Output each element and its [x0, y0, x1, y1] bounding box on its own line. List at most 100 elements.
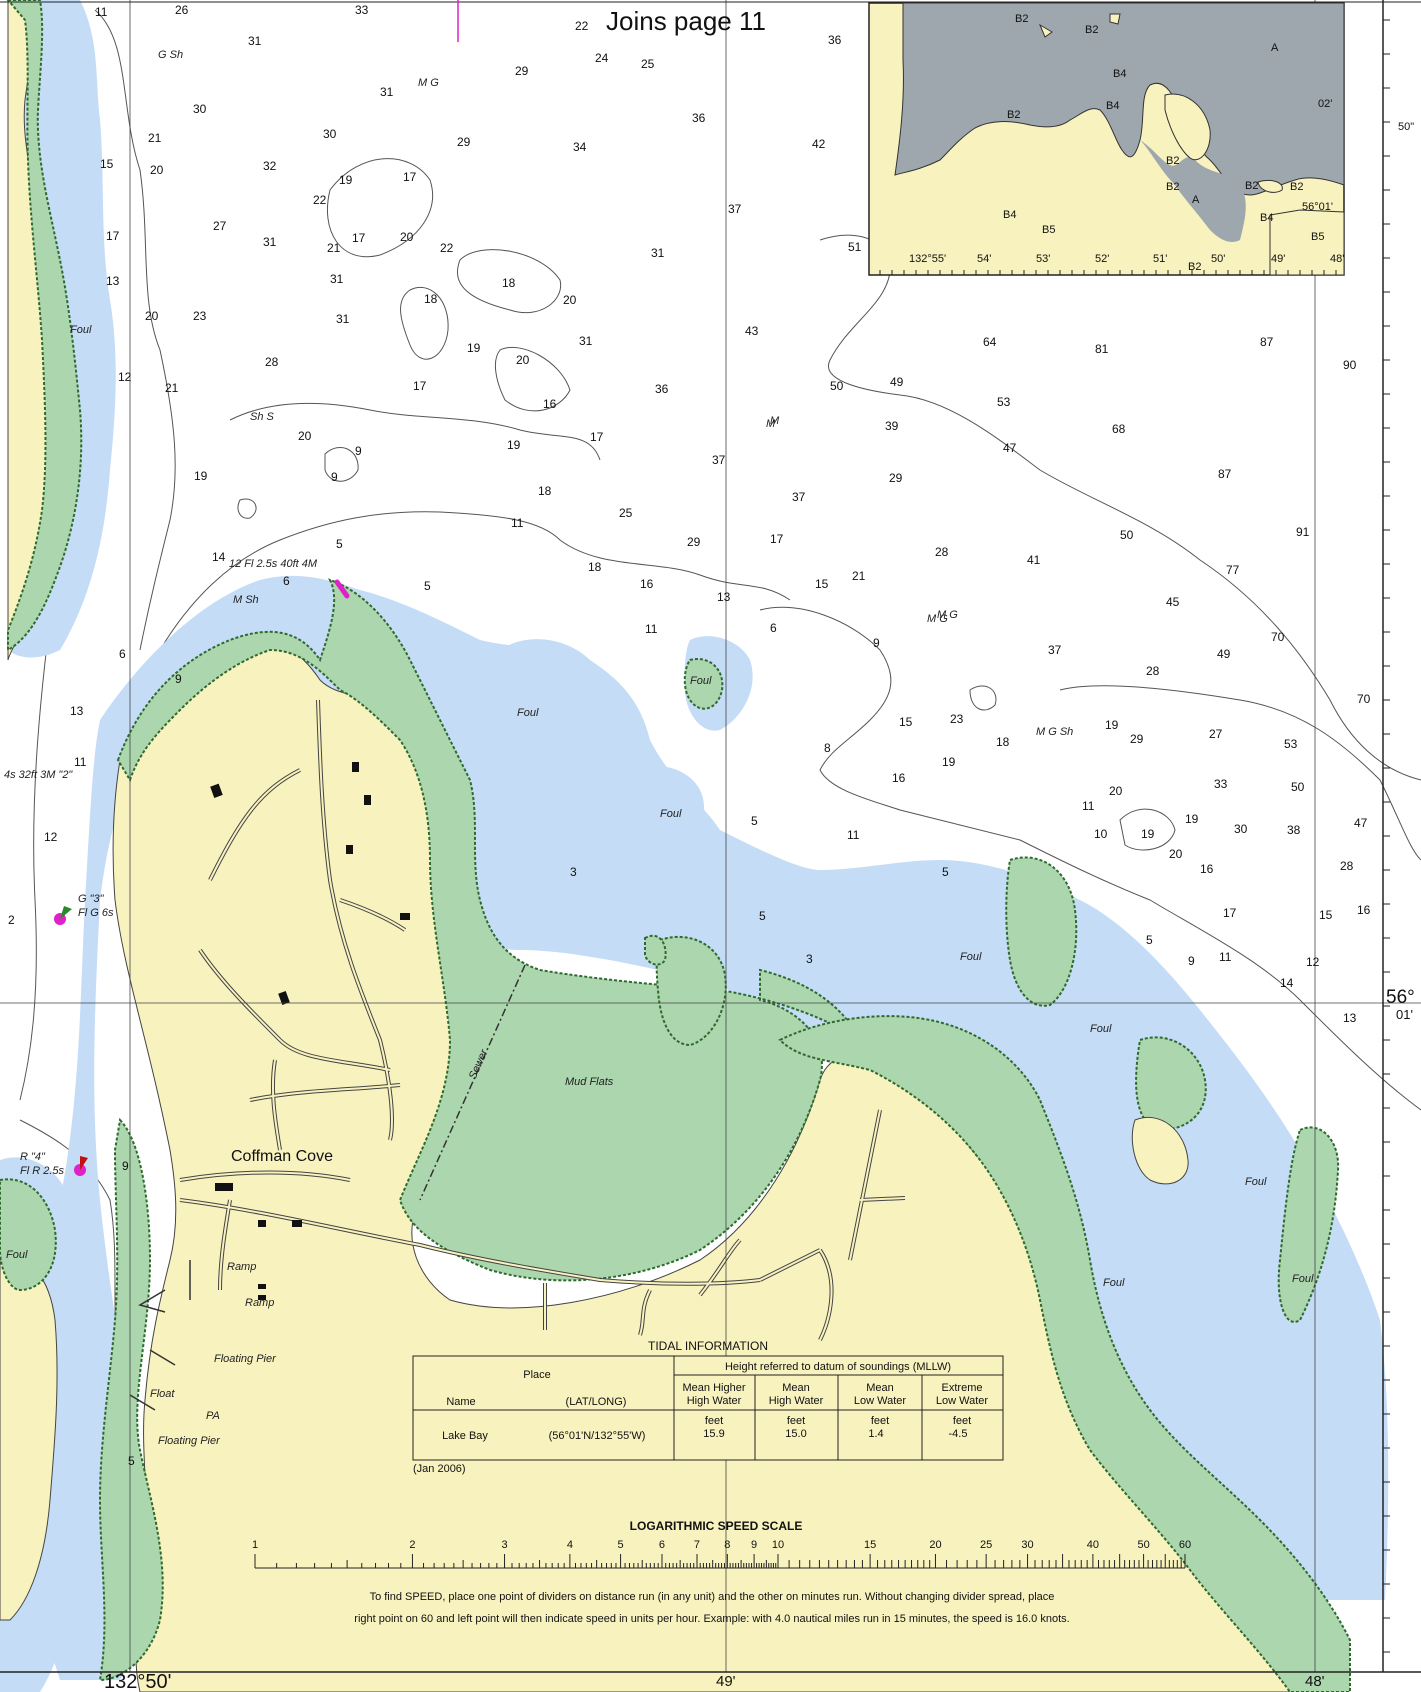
sounding: 19 [1105, 718, 1119, 732]
foul-label: Foul [660, 808, 682, 820]
sounding: 21 [148, 131, 162, 145]
sounding: 24 [595, 51, 609, 65]
sounding: 6 [119, 647, 126, 661]
inset-label: B5 [1311, 231, 1324, 243]
speed-scale-label: 40 [1087, 1539, 1099, 1551]
sounding: 37 [1048, 643, 1062, 657]
tidal-unit: feet [787, 1415, 805, 1427]
sounding: 14 [1280, 976, 1294, 990]
inset-lat-tick: 02' [1318, 98, 1332, 110]
sounding: 53 [1284, 737, 1298, 751]
tidal-unit: feet [871, 1415, 889, 1427]
sounding: 10 [1094, 827, 1108, 841]
speed-scale-label: 3 [501, 1539, 507, 1551]
speed-scale-title: LOGARITHMIC SPEED SCALE [630, 1519, 803, 1533]
sounding: 22 [313, 193, 327, 207]
inset-lon-tick: 52' [1095, 253, 1109, 265]
sounding: 17 [770, 532, 784, 546]
speed-scale-label: 9 [751, 1539, 757, 1551]
sounding: 30 [323, 127, 337, 141]
foul-label: Foul [70, 324, 92, 336]
sounding: 17 [106, 229, 120, 243]
sounding: 25 [641, 57, 655, 71]
sounding: 22 [575, 19, 589, 33]
sounding: 20 [1169, 847, 1183, 861]
speed-instructions-2: right point on 60 and left point will th… [354, 1613, 1069, 1625]
sounding: 6 [283, 574, 290, 588]
tidal-unit: feet [953, 1415, 971, 1427]
inset-label: B2 [1290, 181, 1303, 193]
sounding: 47 [1354, 816, 1368, 830]
foul-label: Foul [1103, 1277, 1125, 1289]
sounding: 23 [950, 712, 964, 726]
sounding: 45 [1166, 595, 1180, 609]
sounding: 42 [812, 137, 826, 151]
foul-label: Foul [1090, 1023, 1112, 1035]
sounding: 53 [997, 395, 1011, 409]
sounding: 18 [588, 560, 602, 574]
sounding: 36 [655, 382, 669, 396]
tidal-col-elw: Extreme [942, 1382, 983, 1394]
sounding: 5 [128, 1454, 135, 1468]
sounding: 20 [516, 353, 530, 367]
inset-label: B4 [1003, 209, 1016, 221]
lon-label-49: 49' [716, 1673, 736, 1690]
sounding: 20 [145, 309, 159, 323]
sounding: 30 [193, 102, 207, 116]
inset-label: B4 [1113, 68, 1126, 80]
joins-label: Joins page 11 [606, 6, 766, 36]
inset-label: B2 [1015, 13, 1028, 25]
mud-flats-label: Mud Flats [565, 1076, 614, 1088]
inset-lon-tick: 51' [1153, 253, 1167, 265]
sounding: 9 [355, 444, 362, 458]
inset-label: B4 [1106, 100, 1119, 112]
inset-label: B2 [1245, 180, 1258, 192]
sounding: 22 [440, 241, 454, 255]
buildings [210, 762, 410, 1300]
seabed-label: M G [927, 613, 948, 625]
speed-scale-label: 5 [618, 1539, 624, 1551]
sewer-line [419, 964, 526, 1201]
buoy-r4-marker [80, 1156, 88, 1170]
inset-label: B2 [1166, 181, 1179, 193]
sounding: 20 [563, 293, 577, 307]
sounding: 14 [212, 550, 226, 564]
sounding: 11 [645, 622, 658, 636]
sounding: 17 [1223, 906, 1237, 920]
seabed-label: M G Sh [1036, 726, 1073, 738]
speed-scale-label: 1 [252, 1539, 258, 1551]
tidal-col-name: Name [446, 1396, 475, 1408]
sounding: 21 [327, 241, 341, 255]
speed-scale-label: 10 [772, 1539, 784, 1551]
sounding: 15 [899, 715, 913, 729]
tidal-col-mhw: High Water [769, 1395, 824, 1407]
sounding: 31 [579, 334, 593, 348]
sounding: 21 [165, 381, 179, 395]
sounding: 20 [150, 163, 164, 177]
sounding: 5 [759, 909, 766, 923]
sounding: 3 [570, 865, 577, 879]
sounding: 29 [687, 535, 701, 549]
sounding: 3 [806, 952, 813, 966]
town-label: Coffman Cove [231, 1148, 333, 1165]
sounding: 19 [194, 469, 208, 483]
tidal-header-height: Height referred to datum of soundings (M… [725, 1361, 951, 1373]
sounding: 19 [1141, 827, 1155, 841]
sounding: 31 [248, 34, 262, 48]
light-flare [334, 579, 350, 599]
sounding: 81 [1095, 342, 1109, 356]
sounding: 49 [1217, 647, 1231, 661]
sounding: 13 [70, 704, 84, 718]
sounding: 39 [885, 419, 899, 433]
sounding: 5 [336, 537, 343, 551]
sounding: 91 [1296, 525, 1310, 539]
sounding: 50 [830, 379, 844, 393]
sounding: 31 [330, 272, 344, 286]
sounding: 15 [815, 577, 829, 591]
lat-label-01: 01' [1396, 1007, 1413, 1022]
intertidal-zones [0, 0, 1351, 1692]
sounding: 15 [1319, 908, 1333, 922]
